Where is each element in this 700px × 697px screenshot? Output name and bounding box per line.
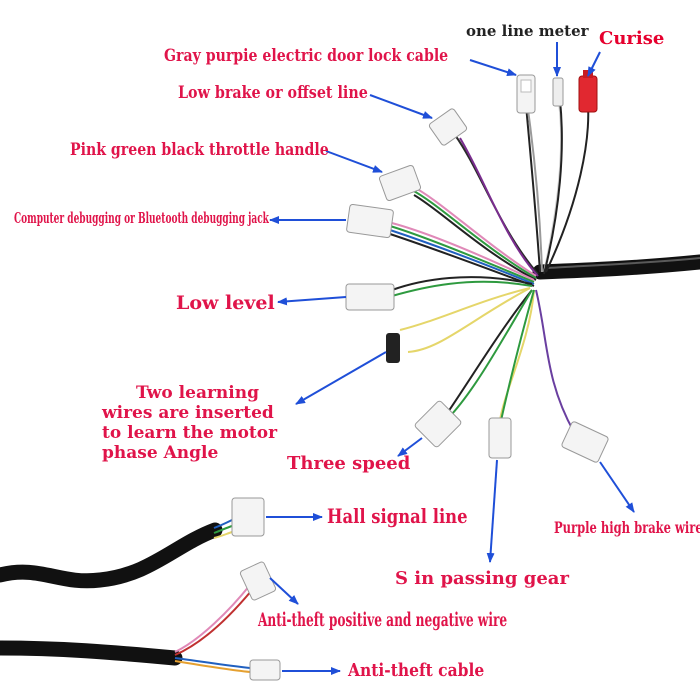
connector-anti-theft-cable: [249, 659, 281, 681]
connector-purple-brake: [561, 421, 609, 463]
hall-cable: [0, 497, 265, 589]
main-cable: [532, 254, 700, 280]
label-door-lock: Gray purpie electric door lock cable: [164, 48, 506, 65]
connector-hall: [231, 497, 265, 537]
label-learning-line-4: phase Angle: [102, 443, 219, 463]
label-learning-line-2: wires are inserted: [102, 403, 274, 423]
connector-low-level: [345, 283, 395, 311]
label-anti-theft-wire-text: Anti-theft positive and negative wire: [258, 609, 508, 631]
label-throttle-text: Pink green black throttle handle: [70, 140, 329, 160]
arrow-anti-theft-wire: [269, 577, 299, 605]
arrow-purple-brake: [599, 461, 635, 513]
arrow-low-level: [277, 296, 347, 306]
label-anti-theft-cable-text: Anti-theft cable: [348, 660, 485, 681]
label-debug-jack-text: Computer debugging or Bluetooth debuggin…: [14, 209, 269, 227]
label-three-speed: Three speed: [287, 453, 411, 474]
label-debug-jack: Computer debugging or Bluetooth debuggin…: [14, 211, 439, 226]
label-cruise: Curise: [599, 28, 665, 49]
wire-bundle: [387, 94, 590, 433]
connector-three-speed: [414, 400, 462, 448]
connector-cruise: [578, 70, 598, 113]
arrow-throttle: [325, 150, 383, 173]
label-hall: Hall signal line: [327, 506, 498, 526]
connector-passing-gear: [488, 417, 512, 459]
anti-theft-cable-body: [0, 561, 281, 681]
label-learning-line-3: to learn the motor: [102, 423, 278, 443]
label-low-level: Low level: [176, 292, 275, 314]
arrow-learning-wires: [295, 351, 387, 405]
connector-meter: [552, 77, 564, 107]
connector-throttle: [378, 164, 422, 202]
label-passing-gear: S in passing gear: [395, 568, 569, 589]
label-hall-text: Hall signal line: [327, 504, 468, 528]
label-throttle: Pink green black throttle handle: [70, 142, 382, 159]
connector-door-lock: [516, 74, 536, 114]
label-low-brake: Low brake or offset line: [178, 85, 404, 102]
arrow-door-lock: [469, 59, 517, 77]
label-learning-line-1: Two learning: [136, 383, 259, 403]
arrow-low-brake: [369, 94, 433, 119]
callout-arrows: [266, 42, 635, 675]
connector-anti-theft-wire: [239, 561, 277, 601]
label-learning-wires: Two learning wires are inserted to learn…: [102, 383, 277, 463]
label-anti-theft-cable: Anti-theft cable: [348, 662, 506, 680]
label-purple-brake-text: Purple high brake wire: [554, 518, 700, 537]
connector-low-brake: [428, 108, 468, 146]
label-door-lock-text: Gray purpie electric door lock cable: [164, 46, 449, 66]
connector-debug-jack: [346, 203, 394, 239]
arrow-passing-gear: [486, 459, 498, 563]
label-purple-brake: Purple high brake wire: [554, 520, 700, 536]
label-low-brake-text: Low brake or offset line: [178, 83, 368, 103]
connector-learning-wires: [386, 333, 400, 363]
label-one-line-meter: one line meter: [466, 22, 589, 40]
arrow-three-speed: [397, 437, 423, 457]
arrow-cruise: [587, 51, 601, 77]
label-anti-theft-wire: Anti-theft positive and negative wire: [258, 611, 647, 630]
